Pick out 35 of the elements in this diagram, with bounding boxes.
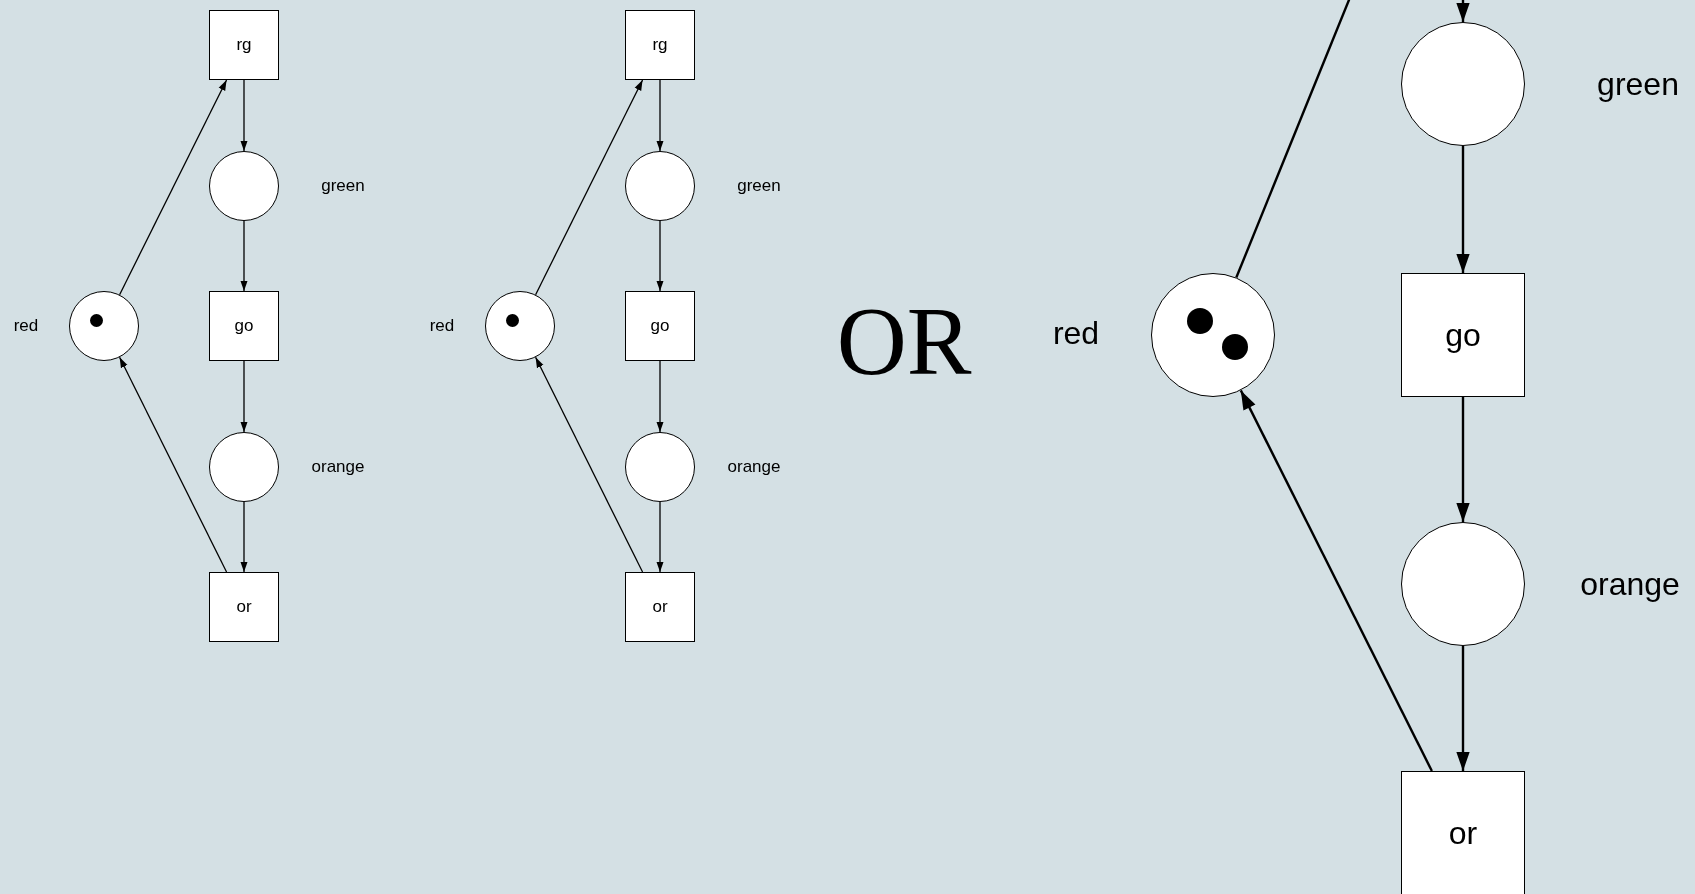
place-label: green [321, 176, 365, 196]
arrow [1456, 0, 1470, 22]
transition-box: rg [209, 10, 279, 80]
arrow [1456, 146, 1470, 273]
arrow [118, 356, 228, 573]
place-label: orange [1580, 565, 1680, 603]
arrow [240, 220, 248, 292]
transition-box: go [1401, 273, 1525, 397]
arrow [1239, 389, 1433, 772]
arrow [240, 501, 248, 573]
place-label: green [1597, 65, 1679, 103]
place-label: orange [311, 457, 365, 477]
place-label: orange [727, 457, 781, 477]
place-label: green [737, 176, 781, 196]
separator-word: OR [836, 292, 972, 390]
transition-box: or [625, 572, 695, 642]
arrow [656, 220, 664, 292]
place-label: red [1052, 314, 1100, 352]
transition-box: go [625, 291, 695, 361]
arrow [1456, 646, 1470, 771]
arrow [118, 79, 228, 296]
transition-box: go [209, 291, 279, 361]
arrow [656, 360, 664, 433]
transition-box: or [1401, 771, 1525, 894]
arrow [240, 79, 248, 152]
place-label: red [13, 316, 39, 336]
transition-box: or [209, 572, 279, 642]
arrow [534, 356, 644, 573]
arrow [534, 79, 644, 296]
transition-box: rg [625, 10, 695, 80]
place-label: red [429, 316, 455, 336]
arrow [656, 79, 664, 152]
arrow [240, 360, 248, 433]
arrow [656, 501, 664, 573]
arrow [1456, 397, 1470, 522]
